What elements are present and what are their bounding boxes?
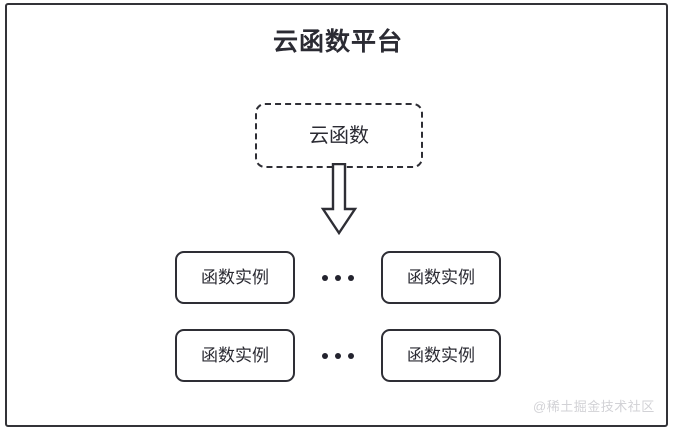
- ellipsis-dot-icon: [322, 352, 328, 359]
- ellipsis-dot-icon: [335, 274, 341, 281]
- function-instance-box: 函数实例: [175, 251, 295, 304]
- ellipsis-dot-icon: [348, 352, 354, 359]
- function-instance-box: 函数实例: [381, 251, 501, 304]
- ellipsis-dot-icon: [322, 274, 328, 281]
- function-instance-label: 函数实例: [201, 267, 269, 287]
- watermark: @稀土掘金技术社区: [533, 399, 655, 414]
- cloud-function-node: 云函数: [255, 103, 423, 168]
- function-instance-box: 函数实例: [381, 329, 501, 382]
- ellipsis-indicator: [322, 329, 354, 382]
- down-arrow-icon: [320, 163, 358, 235]
- ellipsis-indicator: [322, 251, 354, 304]
- function-instance-label: 函数实例: [201, 345, 269, 365]
- instance-row: 函数实例 函数实例: [175, 329, 501, 382]
- instance-row: 函数实例 函数实例: [175, 251, 501, 304]
- function-instance-box: 函数实例: [175, 329, 295, 382]
- function-instance-label: 函数实例: [407, 267, 475, 287]
- ellipsis-dot-icon: [335, 352, 341, 359]
- cloud-function-label: 云函数: [309, 124, 369, 147]
- function-instance-label: 函数实例: [407, 345, 475, 365]
- page-title: 云函数平台: [272, 28, 403, 56]
- ellipsis-dot-icon: [348, 274, 354, 281]
